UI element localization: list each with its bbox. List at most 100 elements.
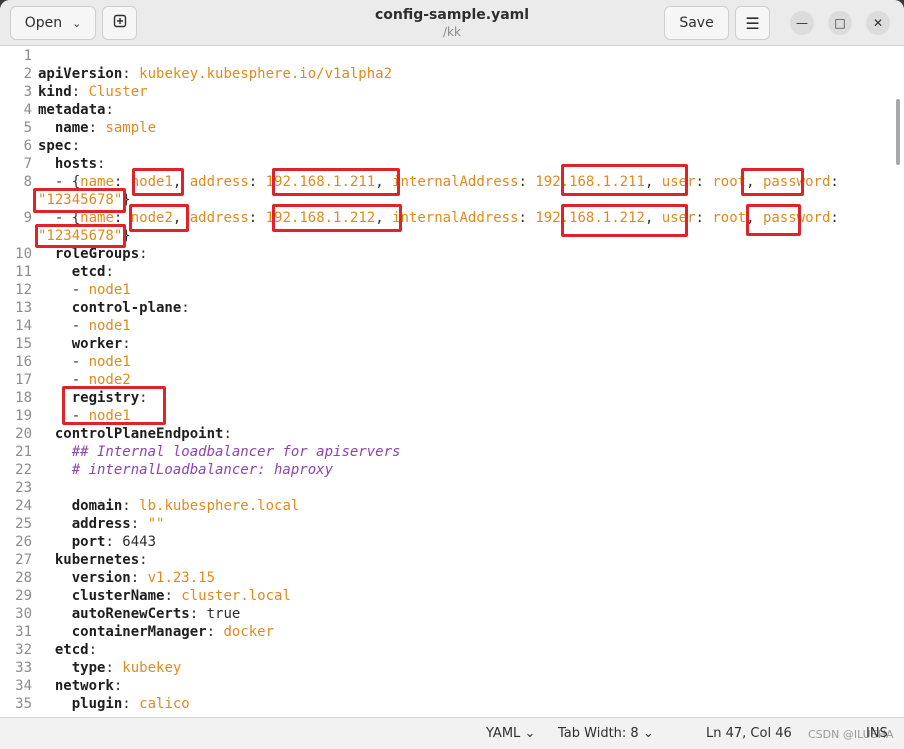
code-line[interactable]: 12 - node1 bbox=[0, 281, 904, 299]
code-line[interactable]: 28 version: v1.23.15 bbox=[0, 569, 904, 587]
minimize-button[interactable]: — bbox=[790, 11, 814, 35]
code-line[interactable]: 16 - node1 bbox=[0, 353, 904, 371]
code-line[interactable]: 22 # internalLoadbalancer: haproxy bbox=[0, 461, 904, 479]
code-token: v1.23.15 bbox=[147, 570, 216, 586]
line-number: 19 bbox=[15, 408, 32, 424]
code-token bbox=[38, 336, 72, 352]
code-token: clusterName bbox=[71, 588, 165, 604]
code-line[interactable]: 35 plugin: calico bbox=[0, 695, 904, 713]
code-token: containerManager bbox=[71, 624, 207, 640]
line-number: 32 bbox=[15, 642, 32, 658]
code-token: worker bbox=[71, 336, 123, 352]
code-line[interactable]: 23 bbox=[0, 479, 904, 497]
code-token: root bbox=[712, 210, 747, 226]
code-line[interactable]: 14 - node1 bbox=[0, 317, 904, 335]
code-token bbox=[38, 696, 72, 712]
code-line[interactable]: 21 ## Internal loadbalancer for apiserve… bbox=[0, 443, 904, 461]
code-line[interactable]: 24 domain: lb.kubesphere.local bbox=[0, 497, 904, 515]
code-line[interactable]: 2 apiVersion: kubekey.kubesphere.io/v1alp… bbox=[0, 65, 904, 83]
code-line[interactable]: 19 - node1 bbox=[0, 407, 904, 425]
code-token bbox=[38, 552, 55, 568]
chevron-down-icon: ⌄ bbox=[642, 726, 654, 741]
vertical-scrollbar[interactable] bbox=[896, 99, 900, 165]
code-line[interactable]: 26 port: 6443 bbox=[0, 533, 904, 551]
code-line[interactable]: 11 etcd: bbox=[0, 263, 904, 281]
language-label: YAML bbox=[486, 726, 521, 741]
code-line[interactable]: 25 address: "" bbox=[0, 515, 904, 533]
code-token bbox=[38, 300, 72, 316]
code-text: - node1 bbox=[38, 281, 131, 299]
code-line[interactable]: 17 - node2 bbox=[0, 371, 904, 389]
code-line[interactable]: 20 controlPlaneEndpoint: bbox=[0, 425, 904, 443]
code-line[interactable]: 7 hosts: bbox=[0, 155, 904, 173]
tab-width-selector[interactable]: Tab Width: 8 ⌄ bbox=[558, 726, 654, 741]
code-line[interactable]: 27 kubernetes: bbox=[0, 551, 904, 569]
code-text: metadata: bbox=[38, 101, 114, 119]
cursor-position[interactable]: Ln 47, Col 46 bbox=[706, 726, 792, 741]
code-token bbox=[38, 462, 72, 478]
code-text: registry: bbox=[38, 389, 148, 407]
code-token bbox=[38, 120, 55, 136]
code-line[interactable]: 13 control-plane: bbox=[0, 299, 904, 317]
code-text: ## Internal loadbalancer for apiservers bbox=[38, 443, 401, 461]
code-line[interactable]: 3 kind: Cluster bbox=[0, 83, 904, 101]
code-line[interactable]: 10 roleGroups: bbox=[0, 245, 904, 263]
code-line[interactable]: 32 etcd: bbox=[0, 641, 904, 659]
highlight-box bbox=[62, 386, 166, 425]
code-token: : bbox=[71, 138, 81, 154]
code-token: node1 bbox=[88, 354, 131, 370]
code-token: control-plane bbox=[71, 300, 182, 316]
code-token: - { bbox=[38, 210, 81, 226]
code-text: hosts: bbox=[38, 155, 106, 173]
code-token: , bbox=[375, 210, 393, 226]
code-line[interactable]: 5 name: sample bbox=[0, 119, 904, 137]
code-line[interactable]: 1 bbox=[0, 47, 904, 65]
code-text: - node2 bbox=[38, 371, 131, 389]
code-token: : bbox=[122, 696, 140, 712]
code-token: : bbox=[122, 66, 140, 82]
code-token: internalAddress bbox=[392, 174, 519, 190]
code-token: : bbox=[105, 534, 123, 550]
code-line[interactable]: 29 clusterName: cluster.local bbox=[0, 587, 904, 605]
new-tab-button[interactable] bbox=[102, 6, 137, 40]
code-line[interactable]: 34 network: bbox=[0, 677, 904, 695]
code-line[interactable]: "12345678"} bbox=[0, 227, 904, 245]
code-token: etcd bbox=[71, 264, 106, 280]
save-button[interactable]: Save bbox=[664, 6, 729, 40]
code-text: address: "" bbox=[38, 515, 165, 533]
window-title: config-sample.yaml bbox=[374, 7, 530, 23]
line-number: 3 bbox=[23, 84, 32, 100]
code-token: node1 bbox=[130, 174, 173, 190]
close-button[interactable]: ✕ bbox=[866, 11, 890, 35]
code-line[interactable]: 15 worker: bbox=[0, 335, 904, 353]
open-button[interactable]: Open ⌄ bbox=[10, 6, 96, 40]
maximize-button[interactable]: □ bbox=[828, 11, 852, 35]
code-line[interactable]: 18 registry: bbox=[0, 389, 904, 407]
code-text: kind: Cluster bbox=[38, 83, 148, 101]
code-token bbox=[38, 264, 72, 280]
code-text: "12345678"} bbox=[38, 227, 131, 245]
menu-button[interactable]: ☰ bbox=[735, 6, 770, 40]
code-line[interactable]: 8 - {name: node1, address: 192.168.1.211… bbox=[0, 173, 904, 191]
code-token: apiVersion bbox=[38, 66, 123, 82]
code-line[interactable]: 33 type: kubekey bbox=[0, 659, 904, 677]
code-token: kubekey.kubesphere.io/v1alpha2 bbox=[139, 66, 393, 82]
language-selector[interactable]: YAML ⌄ bbox=[486, 726, 535, 741]
code-token: port bbox=[71, 534, 106, 550]
line-number: 2 bbox=[23, 66, 32, 82]
line-number: 15 bbox=[15, 336, 32, 352]
code-line[interactable]: 30 autoRenewCerts: true bbox=[0, 605, 904, 623]
chevron-down-icon: ⌄ bbox=[524, 726, 536, 741]
code-text: - node1 bbox=[38, 317, 131, 335]
highlight-box bbox=[561, 204, 688, 237]
code-line[interactable]: 31 containerManager: docker bbox=[0, 623, 904, 641]
code-token: root bbox=[712, 174, 747, 190]
code-token: kubekey bbox=[122, 660, 182, 676]
code-line[interactable]: "12345678"} bbox=[0, 191, 904, 209]
code-token: : bbox=[830, 174, 839, 190]
line-number: 30 bbox=[15, 606, 32, 622]
